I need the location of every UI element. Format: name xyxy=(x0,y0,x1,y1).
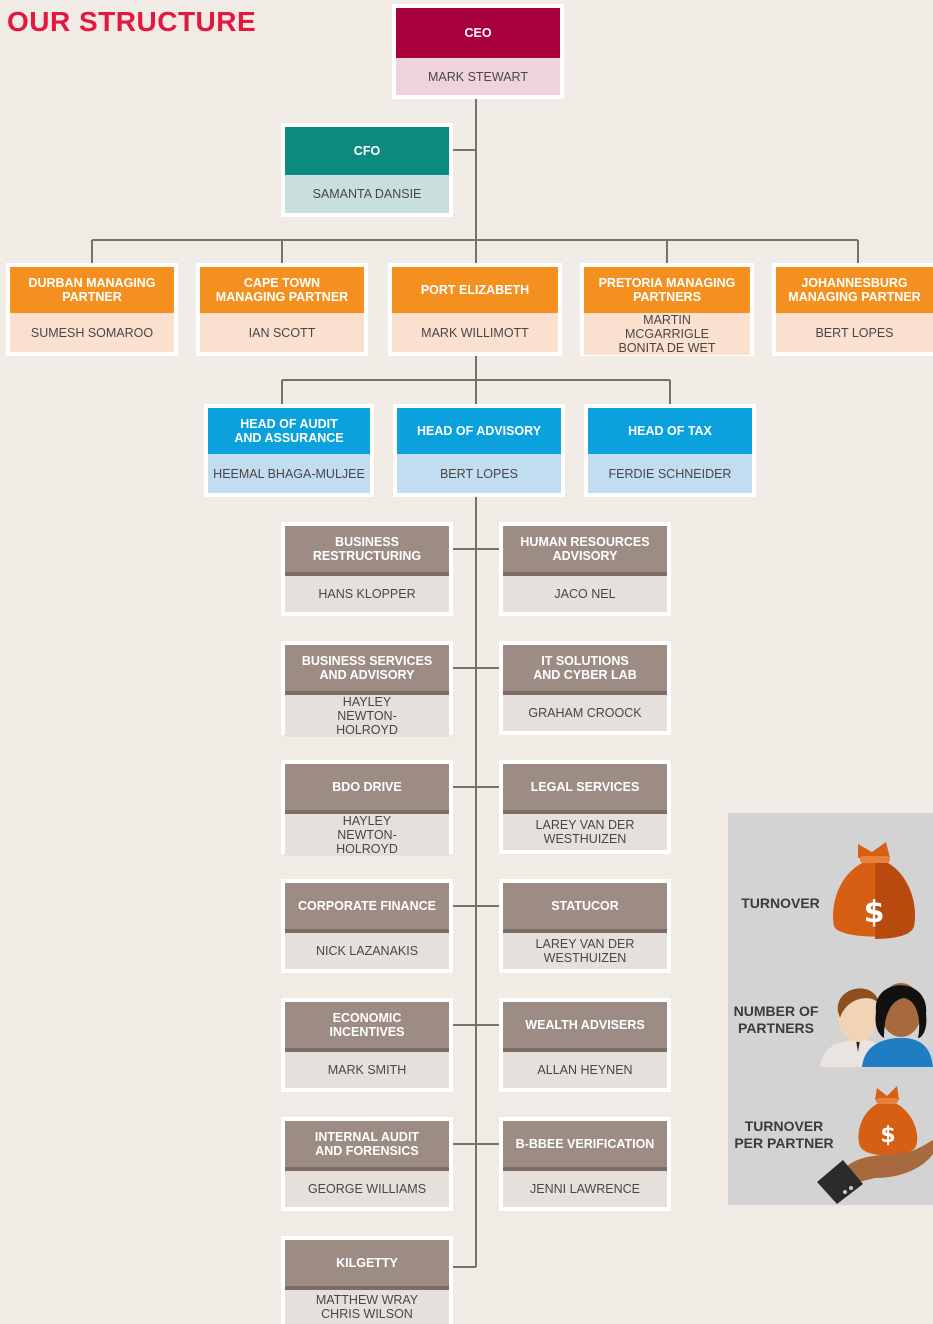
number-of-partners-label: NUMBER OF PARTNERS xyxy=(733,1003,819,1036)
service-role: BUSINESS RESTRUCTURING xyxy=(285,526,449,576)
cfo-name: SAMANTA DANSIE xyxy=(285,175,449,213)
office-name: MARK WILLIMOTT xyxy=(392,313,558,352)
service-card-it-solutions: IT SOLUTIONS AND CYBER LAB GRAHAM CROOCK xyxy=(499,641,671,735)
service-role: ECONOMIC INCENTIVES xyxy=(285,1002,449,1052)
cfo-card: CFO SAMANTA DANSIE xyxy=(281,123,453,217)
service-role: IT SOLUTIONS AND CYBER LAB xyxy=(503,645,667,695)
office-role: JOHANNESBURG MANAGING PARTNER xyxy=(776,267,933,313)
service-role: KILGETTY xyxy=(285,1240,449,1290)
service-name: HAYLEY NEWTON-HOLROYD xyxy=(285,695,449,737)
head-name: FERDIE SCHNEIDER xyxy=(588,454,752,493)
service-role: BUSINESS SERVICES AND ADVISORY xyxy=(285,645,449,695)
service-card-corporate-finance: CORPORATE FINANCE NICK LAZANAKIS xyxy=(281,879,453,973)
page-title: OUR STRUCTURE xyxy=(7,6,257,37)
service-role: HUMAN RESOURCES ADVISORY xyxy=(503,526,667,576)
head-role: HEAD OF TAX xyxy=(588,408,752,454)
service-card-human-resources: HUMAN RESOURCES ADVISORY JACO NEL xyxy=(499,522,671,616)
service-name: GEORGE WILLIAMS xyxy=(285,1171,449,1207)
service-name: JENNI LAWRENCE xyxy=(503,1171,667,1207)
money-hand-icon: $ xyxy=(817,1086,933,1204)
office-card-pretoria: PRETORIA MANAGING PARTNERS MARTIN MCGARR… xyxy=(580,263,754,356)
service-name: HANS KLOPPER xyxy=(285,576,449,612)
office-card-port-elizabeth: PORT ELIZABETH MARK WILLIMOTT xyxy=(388,263,562,356)
service-card-bdo-drive: BDO DRIVE HAYLEY NEWTON-HOLROYD xyxy=(281,760,453,856)
ceo-role: CEO xyxy=(396,8,560,58)
service-name: HAYLEY NEWTON-HOLROYD xyxy=(285,814,449,856)
office-role: PORT ELIZABETH xyxy=(392,267,558,313)
service-name: JACO NEL xyxy=(503,576,667,612)
head-role: HEAD OF AUDIT AND ASSURANCE xyxy=(208,408,370,454)
service-name: LAREY VAN DER WESTHUIZEN xyxy=(503,933,667,969)
svg-text:$: $ xyxy=(880,1123,895,1148)
service-role: CORPORATE FINANCE xyxy=(285,883,449,933)
office-card-johannesburg: JOHANNESBURG MANAGING PARTNER BERT LOPES xyxy=(772,263,933,356)
service-name: LAREY VAN DER WESTHUIZEN xyxy=(503,814,667,850)
service-name: NICK LAZANAKIS xyxy=(285,933,449,969)
office-name: SUMESH SOMAROO xyxy=(10,313,174,352)
office-name: MARTIN MCGARRIGLE BONITA DE WET xyxy=(584,313,750,355)
service-card-bbbee-verification: B-BBEE VERIFICATION JENNI LAWRENCE xyxy=(499,1117,671,1211)
service-role: STATUCOR xyxy=(503,883,667,933)
head-card-advisory: HEAD OF ADVISORY BERT LOPES xyxy=(393,404,565,497)
partners-icon xyxy=(820,983,933,1067)
head-name: HEEMAL BHAGA-MULJEE xyxy=(208,454,370,493)
ceo-name: MARK STEWART xyxy=(396,58,560,95)
service-card-legal-services: LEGAL SERVICES LAREY VAN DER WESTHUIZEN xyxy=(499,760,671,854)
office-card-cape-town: CAPE TOWN MANAGING PARTNER IAN SCOTT xyxy=(196,263,368,356)
service-name: MATTHEW WRAY CHRIS WILSON xyxy=(285,1290,449,1324)
service-card-economic-incentives: ECONOMIC INCENTIVES MARK SMITH xyxy=(281,998,453,1092)
money-bag-icon: $ xyxy=(833,842,915,939)
service-card-wealth-advisers: WEALTH ADVISERS ALLAN HEYNEN xyxy=(499,998,671,1092)
head-role: HEAD OF ADVISORY xyxy=(397,408,561,454)
service-role: INTERNAL AUDIT AND FORENSICS xyxy=(285,1121,449,1171)
turnover-per-partner-label: TURNOVER PER PARTNER xyxy=(734,1118,834,1151)
svg-text:$: $ xyxy=(864,895,885,930)
office-card-durban: DURBAN MANAGING PARTNER SUMESH SOMAROO xyxy=(6,263,178,356)
service-role: WEALTH ADVISERS xyxy=(503,1002,667,1052)
head-card-audit: HEAD OF AUDIT AND ASSURANCE HEEMAL BHAGA… xyxy=(204,404,374,497)
service-name: MARK SMITH xyxy=(285,1052,449,1088)
service-name: GRAHAM CROOCK xyxy=(503,695,667,731)
office-name: IAN SCOTT xyxy=(200,313,364,352)
office-role: CAPE TOWN MANAGING PARTNER xyxy=(200,267,364,313)
head-name: BERT LOPES xyxy=(397,454,561,493)
office-name: BERT LOPES xyxy=(776,313,933,352)
office-role: DURBAN MANAGING PARTNER xyxy=(10,267,174,313)
service-card-statucor: STATUCOR LAREY VAN DER WESTHUIZEN xyxy=(499,879,671,973)
service-card-internal-audit: INTERNAL AUDIT AND FORENSICS GEORGE WILL… xyxy=(281,1117,453,1211)
head-card-tax: HEAD OF TAX FERDIE SCHNEIDER xyxy=(584,404,756,497)
service-role: BDO DRIVE xyxy=(285,764,449,814)
ceo-card: CEO MARK STEWART xyxy=(392,4,564,99)
service-role: B-BBEE VERIFICATION xyxy=(503,1121,667,1171)
cfo-role: CFO xyxy=(285,127,449,175)
office-role: PRETORIA MANAGING PARTNERS xyxy=(584,267,750,313)
service-name: ALLAN HEYNEN xyxy=(503,1052,667,1088)
turnover-label: TURNOVER xyxy=(741,895,820,911)
service-card-kilgetty: KILGETTY MATTHEW WRAY CHRIS WILSON xyxy=(281,1236,453,1324)
service-role: LEGAL SERVICES xyxy=(503,764,667,814)
service-card-business-services: BUSINESS SERVICES AND ADVISORY HAYLEY NE… xyxy=(281,641,453,737)
service-card-business-restructuring: BUSINESS RESTRUCTURING HANS KLOPPER xyxy=(281,522,453,616)
